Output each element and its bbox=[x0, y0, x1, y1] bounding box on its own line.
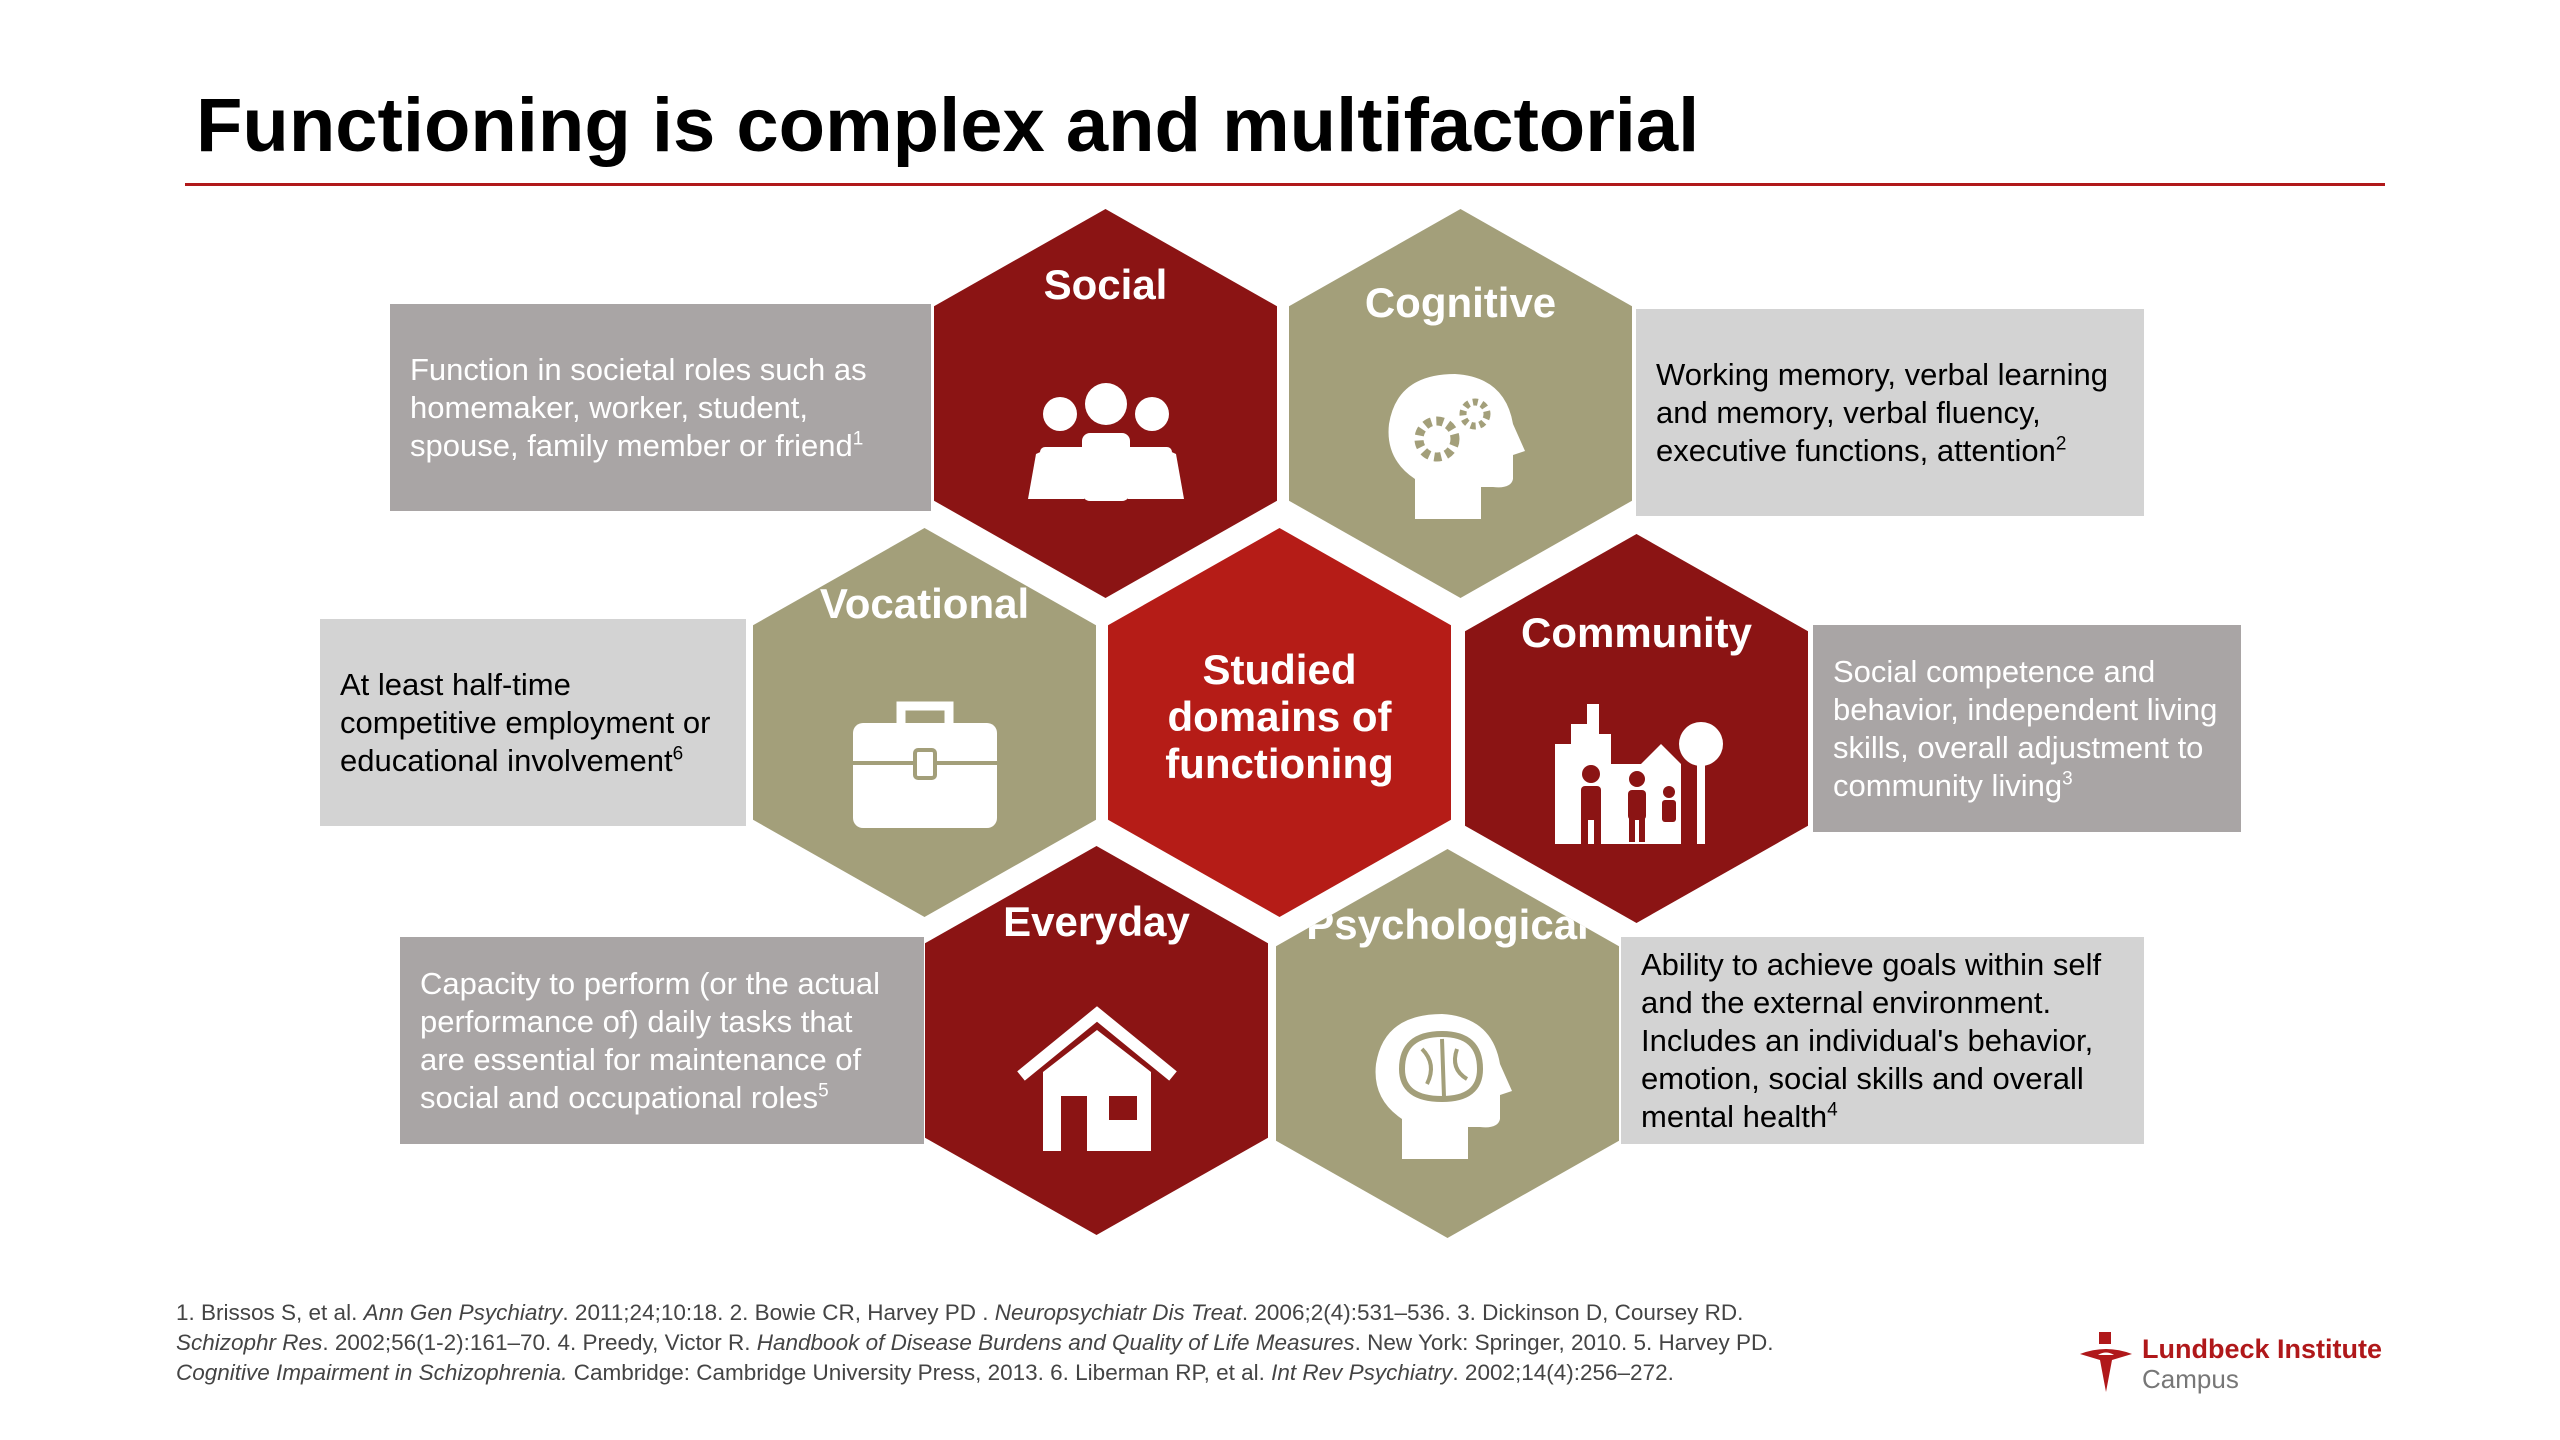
people-group-icon bbox=[1028, 383, 1184, 501]
hex-label: Cognitive bbox=[1364, 279, 1557, 326]
page-title: Functioning is complex and multifactoria… bbox=[196, 83, 1700, 168]
hex-psychological: Psychological bbox=[1276, 849, 1619, 1238]
footnote-text: . 2002;56(1-2):161–70. 4. Preedy, Victor… bbox=[322, 1330, 757, 1355]
logo-text: Lundbeck Institute bbox=[2142, 1334, 2383, 1364]
head-gears-icon bbox=[1388, 374, 1525, 519]
desc-text: Capacity to perform (or the actual perfo… bbox=[420, 965, 881, 1115]
cognitive-description: Working memory, verbal learning and memo… bbox=[1636, 309, 2144, 516]
ref-mark: 4 bbox=[1827, 1099, 1838, 1121]
desc-text: Function in societal roles such as homem… bbox=[410, 351, 867, 463]
head-brain-icon bbox=[1375, 1014, 1512, 1159]
center-label-line: Studied bbox=[1202, 646, 1357, 693]
desc-text: Ability to achieve goals within self and… bbox=[1641, 946, 2102, 1134]
community-description: Social competence and behavior, independ… bbox=[1813, 625, 2241, 832]
hex-label: Community bbox=[1521, 609, 1752, 656]
desc-text: At least half-time competitive employmen… bbox=[340, 666, 711, 778]
social-description: Function in societal roles such as homem… bbox=[390, 304, 931, 511]
desc-text: Social competence and behavior, independ… bbox=[1833, 653, 2218, 803]
briefcase-icon bbox=[853, 701, 997, 828]
psychological-description: Ability to achieve goals within self and… bbox=[1621, 937, 2144, 1144]
hex-center: Studied domains of functioning bbox=[1108, 528, 1451, 917]
center-label-line: domains of bbox=[1167, 693, 1392, 740]
hex-label: Everyday bbox=[1003, 898, 1190, 945]
vocational-description: At least half-time competitive employmen… bbox=[320, 619, 746, 826]
footnote-journal: Cognitive Impairment in Schizophrenia. bbox=[176, 1360, 568, 1385]
ref-mark: 5 bbox=[818, 1080, 829, 1102]
footnote-journal: Ann Gen Psychiatry bbox=[363, 1300, 563, 1325]
footnote-text: . New York: Springer, 2010. 5. Harvey PD… bbox=[1354, 1330, 1774, 1355]
center-label: Studied domains of functioning bbox=[1108, 646, 1451, 787]
hex-label: Psychological bbox=[1306, 901, 1589, 948]
footnotes: 1. Brissos S, et al. Ann Gen Psychiatry.… bbox=[176, 1298, 1774, 1388]
desc-text: Working memory, verbal learning and memo… bbox=[1656, 356, 2108, 468]
footnote-text: 1. Brissos S, et al. bbox=[176, 1300, 364, 1325]
hex-social: Social bbox=[934, 209, 1277, 598]
hex-label: Vocational bbox=[819, 580, 1030, 627]
footnote-text: Cambridge: Cambridge University Press, 2… bbox=[567, 1360, 1272, 1385]
ref-mark: 6 bbox=[672, 743, 684, 765]
footnote-journal: Handbook of Disease Burdens and Quality … bbox=[756, 1330, 1355, 1355]
ref-mark: 1 bbox=[852, 428, 864, 450]
footnote-text: . 2002;14(4):256–272. bbox=[1452, 1360, 1674, 1385]
footnote-journal: Schizophr Res bbox=[176, 1330, 323, 1355]
hex-community: Community bbox=[1465, 534, 1808, 923]
title-divider bbox=[185, 183, 2385, 186]
ref-mark: 2 bbox=[2055, 433, 2067, 455]
hex-vocational: Vocational bbox=[753, 528, 1096, 917]
lundbeck-logo-icon bbox=[2080, 1332, 2132, 1392]
center-label-line: functioning bbox=[1165, 740, 1394, 787]
logo-subtext: Campus bbox=[2142, 1364, 2239, 1394]
hex-everyday: Everyday bbox=[925, 846, 1268, 1235]
footnote-text: . 2011;24;10:18. 2. Bowie CR, Harvey PD … bbox=[562, 1300, 995, 1325]
ref-mark: 3 bbox=[2062, 768, 2073, 790]
family-city-icon bbox=[1555, 704, 1723, 844]
everyday-description: Capacity to perform (or the actual perfo… bbox=[400, 937, 924, 1144]
footnote-journal: Int Rev Psychiatry bbox=[1271, 1360, 1453, 1385]
house-icon bbox=[1017, 1006, 1177, 1151]
hex-label: Social bbox=[1043, 261, 1168, 308]
footnote-journal: Neuropsychiatr Dis Treat bbox=[994, 1300, 1242, 1325]
footnote-text: . 2006;2(4):531–536. 3. Dickinson D, Cou… bbox=[1241, 1300, 1744, 1325]
hex-cognitive: Cognitive bbox=[1289, 209, 1632, 598]
